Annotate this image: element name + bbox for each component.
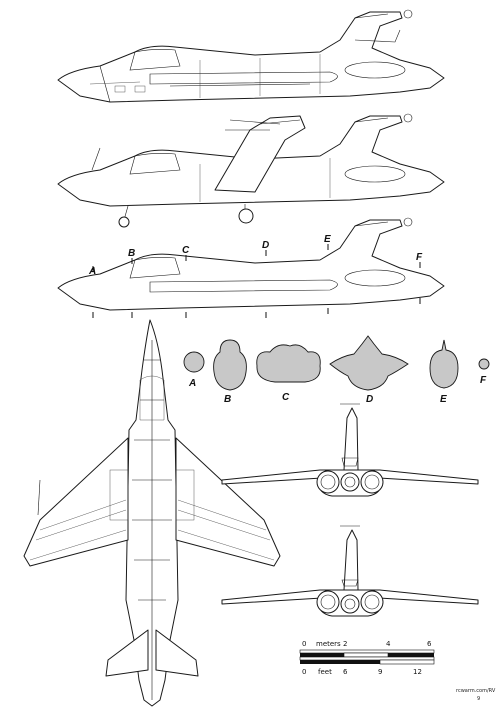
section-a-shape — [183, 351, 205, 373]
section-f-shape — [478, 358, 490, 370]
side-label-e: E — [324, 234, 331, 245]
side-label-d: D — [262, 240, 269, 251]
section-c-shape — [256, 344, 321, 383]
front-view-lower — [221, 525, 479, 617]
side-view-gear-down — [57, 113, 445, 228]
scale-meters-unit: meters — [316, 640, 341, 648]
scale-feet-tick-6: 6 — [343, 668, 348, 676]
page-number: 9 — [477, 696, 480, 702]
scale-meter-tick-4: 4 — [386, 640, 391, 648]
front-view-upper — [221, 403, 479, 497]
side-label-c: C — [182, 245, 190, 256]
scale-feet-tick-0: 0 — [302, 668, 306, 676]
section-label-a: A — [188, 378, 196, 389]
plan-view — [23, 319, 281, 707]
scale-meter-tick-6: 6 — [427, 640, 432, 648]
scale-meter-tick-2: 2 — [343, 640, 347, 648]
side-label-b: B — [128, 248, 135, 259]
side-view-sections: A B C D E F — [57, 217, 445, 318]
scale-bar: 0 meters 2 4 6 0 feet 6 9 12 — [299, 640, 435, 676]
section-d-shape — [329, 335, 409, 391]
side-label-f: F — [416, 252, 423, 263]
scale-meter-tick-0: 0 — [302, 640, 306, 648]
side-view-clean — [57, 9, 445, 103]
scale-feet-tick-12: 12 — [413, 668, 422, 676]
section-label-e: E — [440, 394, 447, 405]
section-label-d: D — [366, 394, 373, 405]
cross-sections: A B C D E F — [183, 335, 490, 405]
scale-feet-tick-9: 9 — [378, 668, 382, 676]
section-label-f: F — [480, 375, 487, 386]
side-label-a: A — [88, 266, 96, 277]
section-label-c: C — [282, 392, 290, 403]
section-e-shape — [429, 339, 459, 389]
section-label-b: B — [224, 394, 231, 405]
section-b-shape — [213, 339, 247, 391]
credit-text: rcwarm.com/RV — [456, 688, 496, 694]
scale-feet-unit: feet — [318, 668, 332, 676]
